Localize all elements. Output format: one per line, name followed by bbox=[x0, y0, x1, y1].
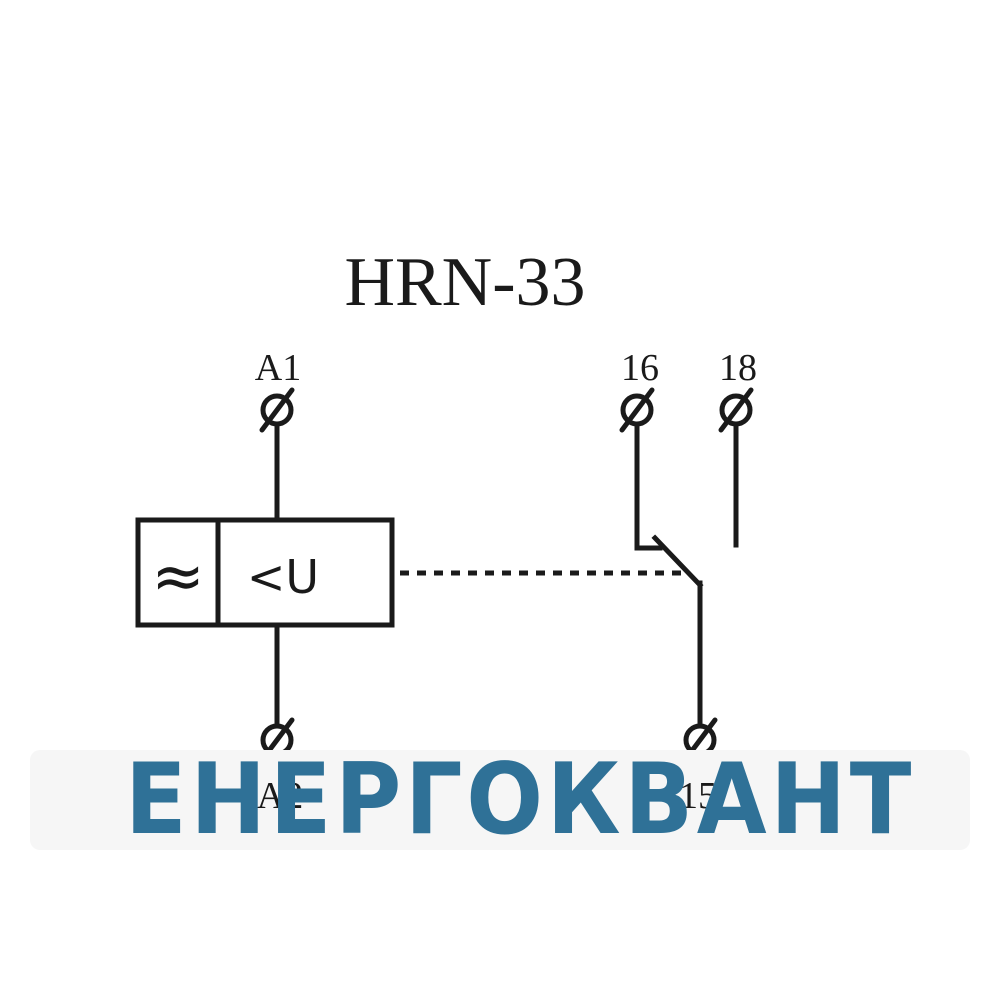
moving-contact bbox=[651, 534, 704, 589]
relay-box bbox=[135, 517, 395, 628]
diagram-title: HRN-33 bbox=[344, 244, 585, 321]
watermark-band bbox=[30, 750, 970, 850]
terminal-label-16: 16 bbox=[621, 347, 659, 389]
terminal-label-18: 18 bbox=[719, 347, 757, 389]
watermark-logo: ЕНЕРГОКВАНТ bbox=[125, 743, 915, 857]
terminal-a1-icon bbox=[259, 387, 295, 433]
wire-16 bbox=[634, 422, 663, 551]
terminal-label-15: 15 bbox=[679, 775, 717, 817]
terminal-label-a2: A2 bbox=[257, 775, 303, 817]
terminal-label-a1: A1 bbox=[255, 347, 301, 389]
terminal-15-icon bbox=[682, 717, 718, 763]
terminal-18-icon bbox=[718, 387, 754, 433]
ac-symbol: ≈ bbox=[151, 540, 205, 614]
undervoltage-symbol: <U bbox=[247, 550, 319, 604]
terminal-16-icon bbox=[619, 387, 655, 433]
